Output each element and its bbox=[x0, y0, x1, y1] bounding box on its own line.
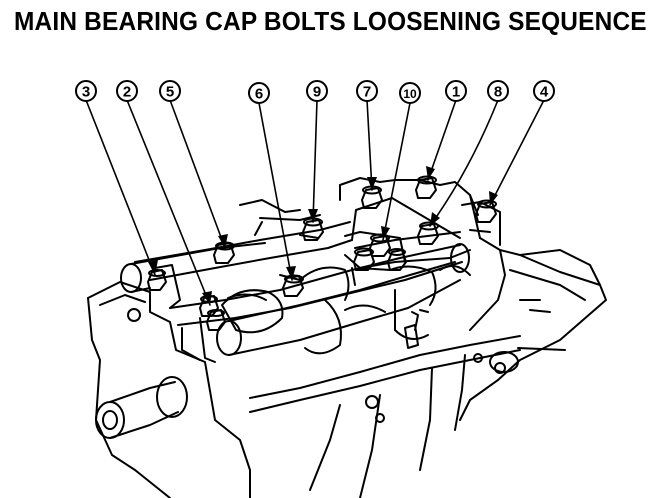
crankshaft bbox=[221, 265, 471, 355]
bolt-head bbox=[417, 221, 439, 245]
callout-8-label: 8 bbox=[494, 84, 502, 101]
callout-9-label: 9 bbox=[313, 84, 321, 101]
callout-2: 2 bbox=[116, 80, 138, 102]
callout-1: 1 bbox=[445, 80, 467, 102]
bolt-head bbox=[369, 233, 391, 257]
callout-3-label: 3 bbox=[82, 84, 90, 101]
callout-4: 4 bbox=[533, 80, 555, 102]
callout-6-label: 6 bbox=[255, 86, 263, 103]
bolt-head bbox=[206, 309, 226, 331]
callout-8: 8 bbox=[487, 80, 509, 102]
callout-6: 6 bbox=[248, 82, 270, 104]
bearing-cap-bolts bbox=[147, 175, 497, 331]
callout-9: 9 bbox=[306, 80, 328, 102]
bolt-head bbox=[147, 269, 167, 291]
leader-lines bbox=[85, 99, 545, 306]
callout-10: 10 bbox=[399, 82, 421, 104]
callout-5-label: 5 bbox=[166, 84, 174, 101]
bolt-head bbox=[282, 274, 304, 297]
callout-3: 3 bbox=[75, 80, 97, 102]
callout-5: 5 bbox=[159, 80, 181, 102]
diagram-title: MAIN BEARING CAP BOLTS LOOSENING SEQUENC… bbox=[14, 6, 647, 36]
callout-7: 7 bbox=[356, 80, 378, 102]
callout-1-label: 1 bbox=[452, 84, 460, 101]
bolt-head bbox=[387, 248, 407, 271]
callout-4-label: 4 bbox=[540, 84, 549, 101]
bolt-head bbox=[415, 175, 437, 199]
callout-10-label: 10 bbox=[403, 87, 417, 101]
leader-arrowheads bbox=[148, 166, 498, 305]
bolt-head bbox=[475, 199, 497, 223]
callout-2-label: 2 bbox=[123, 84, 131, 101]
engine-block bbox=[87, 237, 607, 498]
callout-7-label: 7 bbox=[363, 84, 371, 101]
bolt-head bbox=[353, 247, 375, 271]
